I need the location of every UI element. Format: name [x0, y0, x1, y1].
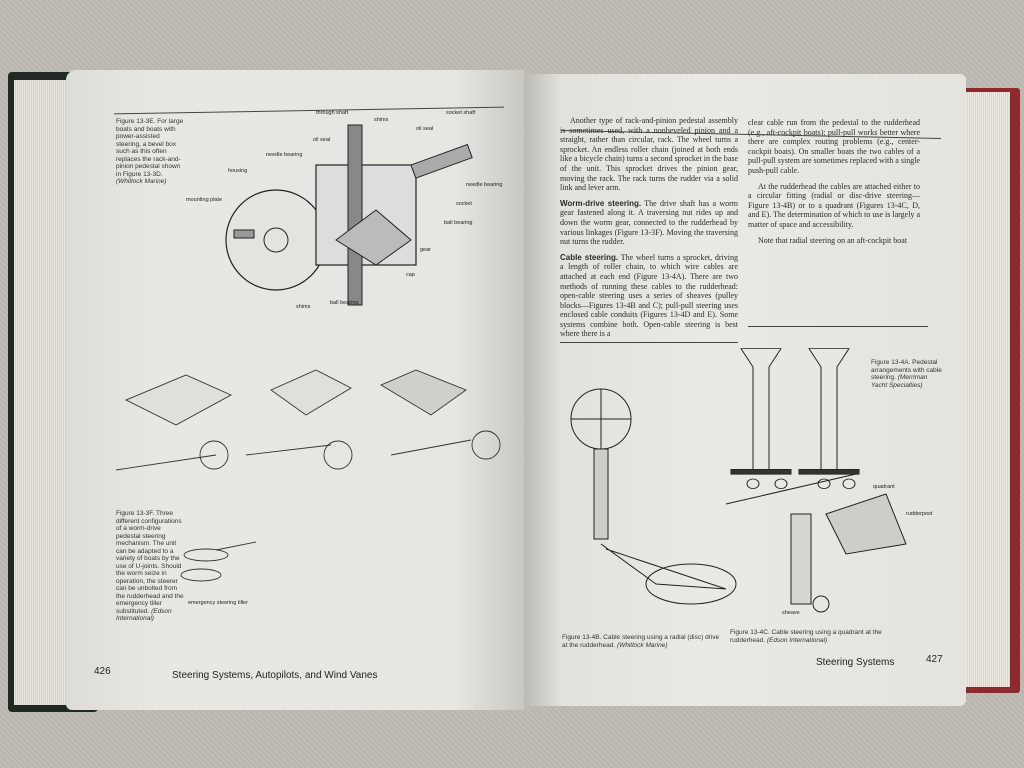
heading-worm-drive: Worm-drive steering. — [560, 198, 642, 208]
label-shims-bottom: shims — [296, 304, 311, 310]
worm-drive-config-3 — [380, 369, 501, 460]
radial-drive-drawing — [570, 388, 737, 605]
figure-13-4a-caption: Figure 13-4A. Pedestal arrangements with… — [871, 359, 942, 389]
through-shaft-drawing — [347, 124, 363, 306]
label-oil-seal-right: oil seal — [416, 126, 434, 132]
label-emergency-steering-tiller: emergency steering tiller — [188, 600, 248, 606]
label-cap: cap — [406, 272, 415, 278]
pedestal-cable-illustration — [570, 348, 907, 613]
label-needle-bearing-right: needle bearing — [466, 182, 503, 188]
paragraph: Cable steering. The wheel turns a sprock… — [560, 252, 738, 339]
label-needle-bearing-left: needle bearing — [266, 152, 303, 158]
worm-drive-config-2 — [245, 369, 353, 470]
paragraph: clear cable run from the pedestal to the… — [748, 118, 920, 175]
socket-shaft-drawing — [410, 143, 473, 179]
running-footer-left: Steering Systems, Autopilots, and Wind V… — [172, 670, 378, 681]
label-ball-bearing-right: ball bearing — [444, 220, 473, 226]
running-footer-right: Steering Systems — [816, 657, 895, 668]
heading-cable-steering: Cable steering. — [560, 252, 619, 262]
label-housing: housing — [228, 168, 248, 174]
label-gear: gear — [420, 247, 432, 253]
worm-drive-config-1 — [115, 374, 233, 471]
label-quadrant: quadrant — [873, 484, 895, 490]
label-socket-shaft: socket shaft — [446, 110, 476, 116]
label-shims-top: shims — [374, 117, 389, 123]
paragraph: At the rudderhead the cables are attache… — [748, 181, 920, 229]
label-rudderpost: rudderpost — [906, 511, 933, 517]
pedestal-drawings — [730, 348, 860, 490]
paragraph: Note that radial steering on an aft-cock… — [758, 235, 908, 245]
label-socket: socket — [456, 201, 472, 207]
paragraph: Worm-drive steering. The drive shaft has… — [560, 198, 738, 247]
gear-drawing — [335, 209, 412, 266]
figure-13-3f-caption: Figure 13-3F. Three different configurat… — [116, 510, 184, 622]
page-number-left: 426 — [94, 666, 111, 677]
figure-13-4c-caption: Figure 13-4C. Cable steering using a qua… — [730, 629, 882, 644]
paragraph: Another type of rack-and-pinion pedestal… — [560, 116, 738, 193]
figure-13-3e-caption: Figure 13-3E. For large boats and boats … — [116, 118, 184, 185]
label-oil-seal-left: oil seal — [313, 137, 331, 143]
quadrant-drawing — [725, 473, 907, 613]
page-number-right: 427 — [926, 654, 943, 665]
label-sheave: sheave — [782, 610, 800, 616]
label-ball-bearing-bottom: ball bearing — [330, 300, 359, 306]
left-page: Figure 13-3E. For large boats and boats … — [66, 70, 524, 710]
body-column-2: clear cable run from the pedestal to the… — [748, 118, 920, 251]
label-mounting-plate: mounting plate — [186, 197, 223, 203]
body-column-1: Another type of rack-and-pinion pedestal… — [560, 116, 738, 345]
emergency-tiller-drawing — [180, 541, 257, 582]
figure-13-4b-caption: Figure 13-4B. Cable steering using a rad… — [562, 634, 720, 649]
bevel-box-illustration — [225, 124, 473, 306]
column-rule — [560, 342, 738, 343]
label-through-shaft: through shaft — [316, 110, 349, 116]
right-page: Another type of rack-and-pinion pedestal… — [526, 74, 966, 706]
column-rule — [748, 326, 928, 327]
worm-drive-illustrations — [115, 369, 501, 582]
